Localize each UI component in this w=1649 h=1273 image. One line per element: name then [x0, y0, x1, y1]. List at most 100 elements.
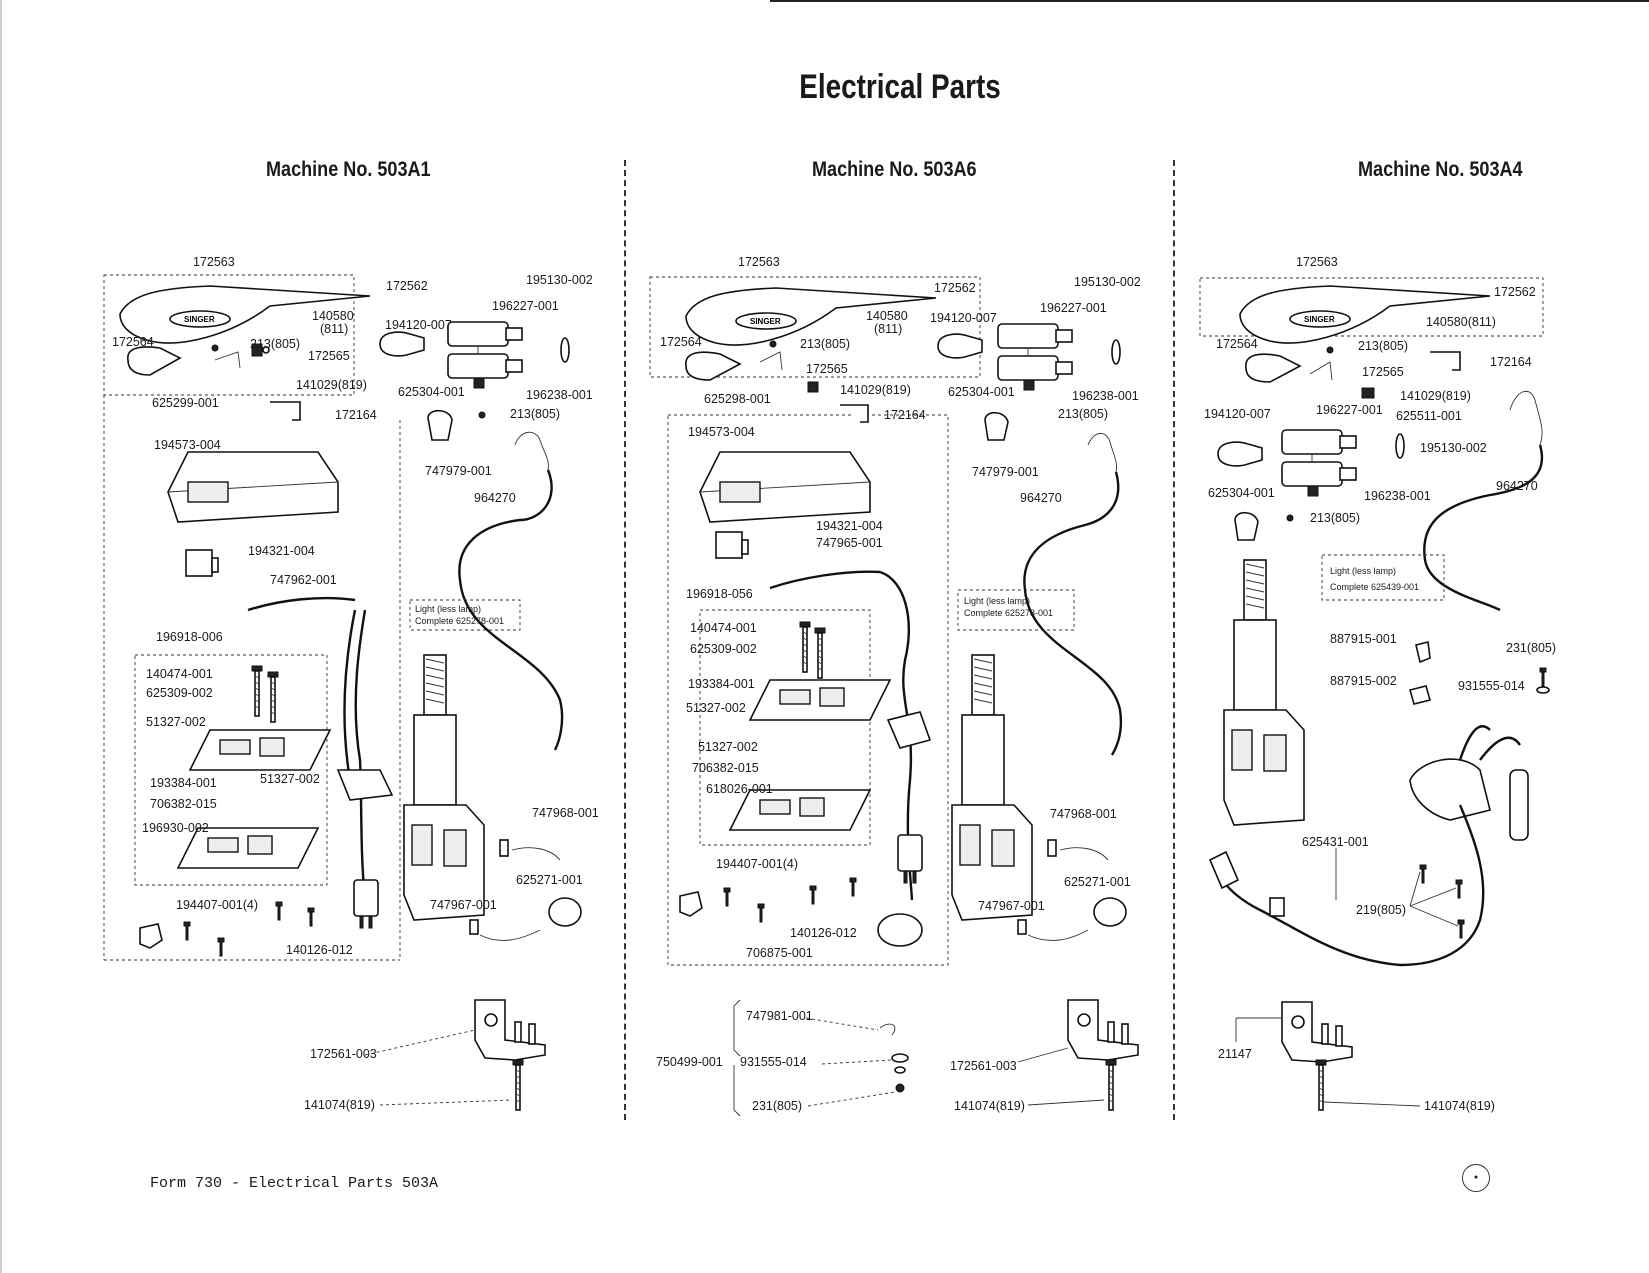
labels-503a4: 172563 172562 140580(811) 172564 213(805…: [1204, 255, 1556, 1113]
svg-text:231(805): 231(805): [752, 1099, 802, 1113]
svg-text:213(805): 213(805): [250, 337, 300, 351]
svg-text:706875-001: 706875-001: [746, 946, 813, 960]
svg-text:193384-001: 193384-001: [150, 776, 217, 790]
svg-text:625309-002: 625309-002: [146, 686, 213, 700]
machine-heading-503a6: Machine No. 503A6: [812, 158, 977, 181]
svg-text:21147: 21147: [1218, 1047, 1252, 1061]
column-divider-1: [624, 160, 626, 1120]
svg-text:172562: 172562: [1494, 285, 1536, 299]
svg-text:196227-001: 196227-001: [492, 299, 559, 313]
light-box-line1-503a6: Light (less lamp): [964, 596, 1030, 606]
svg-text:747965-001: 747965-001: [816, 536, 883, 550]
svg-text:172562: 172562: [934, 281, 976, 295]
form-footer: Form 730 - Electrical Parts 503A: [150, 1175, 439, 1192]
svg-text:172565: 172565: [1362, 365, 1404, 379]
svg-text:194321-004: 194321-004: [816, 519, 883, 533]
svg-text:625431-001: 625431-001: [1302, 835, 1369, 849]
diagram-503a1: 172563 172562 195130-002 196227-001 1941…: [103, 255, 599, 1112]
labels-503a1: 172563 172562 195130-002 196227-001 1941…: [112, 255, 599, 1112]
svg-text:196238-001: 196238-001: [1072, 389, 1139, 403]
svg-text:172563: 172563: [738, 255, 780, 269]
top-rule: [770, 0, 1649, 2]
svg-text:140580: 140580: [866, 309, 908, 323]
svg-text:213(805): 213(805): [510, 407, 560, 421]
svg-text:140474-001: 140474-001: [146, 667, 213, 681]
svg-text:51327-002: 51327-002: [686, 701, 746, 715]
light-box-line1-503a4: Light (less lamp): [1330, 566, 1396, 576]
svg-text:51327-002: 51327-002: [698, 740, 758, 754]
labels-503a6: 172563 195130-002 172562 196227-001 1405…: [656, 255, 1141, 1113]
svg-text:172563: 172563: [1296, 255, 1338, 269]
svg-text:747967-001: 747967-001: [430, 898, 497, 912]
svg-text:141074(819): 141074(819): [1424, 1099, 1495, 1113]
svg-text:931555-014: 931555-014: [1458, 679, 1525, 693]
svg-text:213(805): 213(805): [800, 337, 850, 351]
svg-text:172164: 172164: [335, 408, 377, 422]
svg-text:964270: 964270: [1496, 479, 1538, 493]
svg-text:747979-001: 747979-001: [425, 464, 492, 478]
svg-text:194573-004: 194573-004: [688, 425, 755, 439]
svg-text:625271-001: 625271-001: [516, 873, 583, 887]
svg-text:51327-002: 51327-002: [260, 772, 320, 786]
svg-text:625271-001: 625271-001: [1064, 875, 1131, 889]
left-edge: [0, 0, 2, 1273]
machine-heading-503a1: Machine No. 503A1: [266, 158, 431, 181]
svg-text:231(805): 231(805): [1506, 641, 1556, 655]
svg-text:964270: 964270: [1020, 491, 1062, 505]
svg-text:194407-001(4): 194407-001(4): [716, 857, 798, 871]
svg-text:195130-002: 195130-002: [1420, 441, 1487, 455]
svg-text:196918-056: 196918-056: [686, 587, 753, 601]
svg-text:196238-001: 196238-001: [1364, 489, 1431, 503]
svg-text:195130-002: 195130-002: [1074, 275, 1141, 289]
svg-text:141074(819): 141074(819): [954, 1099, 1025, 1113]
svg-text:141029(819): 141029(819): [840, 383, 911, 397]
svg-text:194120-007: 194120-007: [930, 311, 997, 325]
svg-text:213(805): 213(805): [1310, 511, 1360, 525]
svg-text:193384-001: 193384-001: [688, 677, 755, 691]
svg-text:196227-001: 196227-001: [1040, 301, 1107, 315]
svg-text:51327-002: 51327-002: [146, 715, 206, 729]
light-box-line2-503a1: Complete 625278-001: [415, 616, 504, 626]
svg-text:747968-001: 747968-001: [1050, 807, 1117, 821]
svg-text:706382-015: 706382-015: [150, 797, 217, 811]
svg-text:747962-001: 747962-001: [270, 573, 337, 587]
page-title: Electrical Parts: [799, 68, 1001, 106]
svg-text:747967-001: 747967-001: [978, 899, 1045, 913]
light-box-line2-503a4: Complete 625439-001: [1330, 582, 1419, 592]
svg-text:887915-002: 887915-002: [1330, 674, 1397, 688]
svg-text:887915-001: 887915-001: [1330, 632, 1397, 646]
svg-text:141029(819): 141029(819): [1400, 389, 1471, 403]
svg-text:172164: 172164: [884, 408, 926, 422]
svg-text:172564: 172564: [1216, 337, 1258, 351]
svg-text:194573-004: 194573-004: [154, 438, 221, 452]
diagram-503a4: 172563 172562 140580(811) 172564 213(805…: [1199, 255, 1556, 1113]
svg-text:196238-001: 196238-001: [526, 388, 593, 402]
machine-heading-503a4: Machine No. 503A4: [1358, 158, 1523, 181]
svg-text:213(805): 213(805): [1058, 407, 1108, 421]
svg-text:172561-003: 172561-003: [950, 1059, 1017, 1073]
svg-text:(811): (811): [320, 322, 348, 336]
svg-text:931555-014: 931555-014: [740, 1055, 807, 1069]
svg-text:196227-001: 196227-001: [1316, 403, 1383, 417]
svg-text:706382-015: 706382-015: [692, 761, 759, 775]
svg-text:194321-004: 194321-004: [248, 544, 315, 558]
column-divider-2: [1173, 160, 1175, 1120]
seal-logo: ●: [1462, 1164, 1490, 1192]
svg-text:172562: 172562: [386, 279, 428, 293]
svg-text:964270: 964270: [474, 491, 516, 505]
svg-text:141074(819): 141074(819): [304, 1098, 375, 1112]
svg-text:625304-001: 625304-001: [1208, 486, 1275, 500]
svg-text:194407-001(4): 194407-001(4): [176, 898, 258, 912]
svg-text:172565: 172565: [308, 349, 350, 363]
svg-text:(811): (811): [874, 322, 902, 336]
svg-text:219(805): 219(805): [1356, 903, 1406, 917]
svg-text:625304-001: 625304-001: [398, 385, 465, 399]
svg-text:750499-001: 750499-001: [656, 1055, 723, 1069]
svg-text:194120-007: 194120-007: [1204, 407, 1271, 421]
svg-text:194120-007: 194120-007: [385, 318, 452, 332]
svg-text:172561-003: 172561-003: [310, 1047, 377, 1061]
svg-text:140474-001: 140474-001: [690, 621, 757, 635]
svg-text:172164: 172164: [1490, 355, 1532, 369]
